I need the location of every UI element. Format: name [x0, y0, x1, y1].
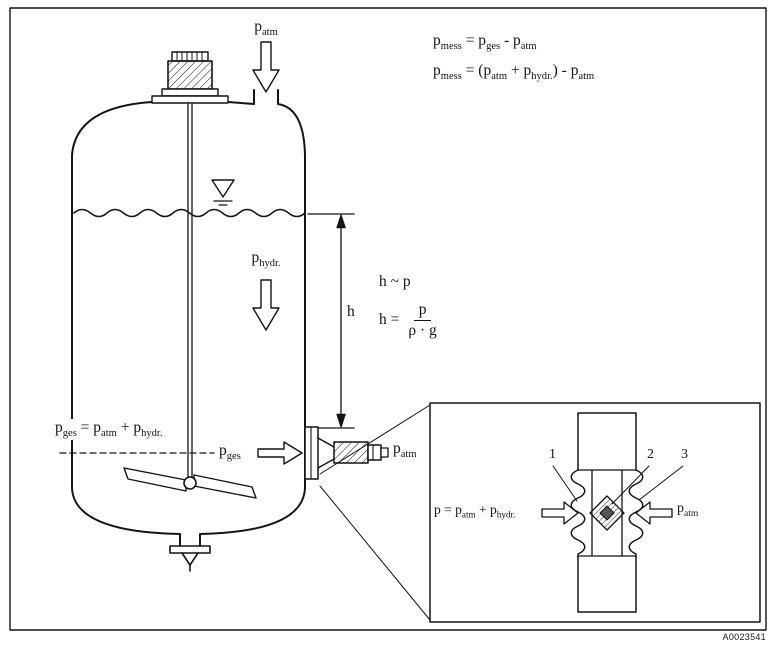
cell-column [577, 412, 637, 613]
label-h-dimension: h [347, 303, 355, 320]
magnifier-line-bottom [319, 485, 431, 621]
inset-callout-2: 2 [647, 447, 654, 462]
level-indicator-icon [211, 179, 235, 198]
tank-bottom-flange [169, 545, 211, 554]
inset-callout-1: 1 [549, 447, 556, 462]
h-eq-fraction: p ρ · g [406, 301, 438, 340]
label-p-atm-top: patm [254, 18, 278, 39]
inset-label-p-atm: patm [677, 501, 699, 519]
motor-flange-upper [161, 88, 219, 97]
formula-p-mess-1: pmess = pges - patm [433, 32, 537, 53]
agitator-motor [167, 60, 213, 90]
formula-p-mess-2: pmess = (patm + phydr.) - patm [433, 62, 595, 83]
arrow-atm-pressure [635, 501, 673, 525]
h-eq-numerator: p [413, 301, 432, 321]
label-p-hydr: phydr. [251, 249, 281, 270]
sensor-valve-body [333, 441, 369, 464]
callout-line-1 [552, 465, 578, 502]
propeller-hub [183, 476, 197, 490]
label-p-atm-sensor: patm [393, 440, 417, 461]
liquid-surface [73, 208, 306, 218]
p-hydr-down-arrow [252, 279, 280, 331]
p-ges-right-arrow [257, 441, 303, 465]
tank-body-right [199, 89, 306, 547]
callout-line-3 [638, 465, 684, 501]
p-atm-down-arrow [252, 41, 280, 93]
motor-fin-lines [176, 51, 203, 62]
formula-h-proportional: h ~ p [379, 273, 411, 290]
tank-body-left [71, 101, 181, 547]
motor-flange-lower [151, 95, 229, 104]
propeller-blade-right [193, 474, 257, 499]
sensor-tip [380, 447, 389, 458]
propeller-blade-left [123, 467, 187, 492]
diaphragm-right [628, 469, 644, 557]
figure-code: A0023541 [722, 632, 766, 642]
h-arrow-top [336, 213, 346, 229]
formula-h-equals: h = p ρ · g [379, 301, 439, 340]
h-eq-denominator: ρ · g [408, 321, 437, 339]
border-frame [9, 7, 767, 631]
h-arrow-bottom [336, 413, 346, 429]
arrow-process-pressure [541, 501, 579, 525]
label-p-ges: pges [219, 442, 241, 463]
inset-callout-3: 3 [681, 447, 688, 462]
sensor-end-cap [367, 444, 382, 461]
callout-line-2 [611, 465, 650, 505]
inset-formula-p-process: p = patm + phydr. [434, 502, 516, 520]
level-reference-lines [213, 200, 233, 206]
agitator-shaft [187, 102, 193, 481]
diaphragm-left [570, 469, 586, 557]
magnifier-line-top [319, 404, 431, 475]
tank-top-opening-left [227, 89, 255, 105]
chip-core [599, 505, 615, 521]
tank-drain [181, 552, 199, 572]
sensor-taper [317, 437, 335, 469]
formula-p-ges: pges = patm + phydr. [52, 419, 166, 441]
h-eq-lhs: h = [379, 311, 400, 329]
cell-horizontals [577, 469, 637, 557]
